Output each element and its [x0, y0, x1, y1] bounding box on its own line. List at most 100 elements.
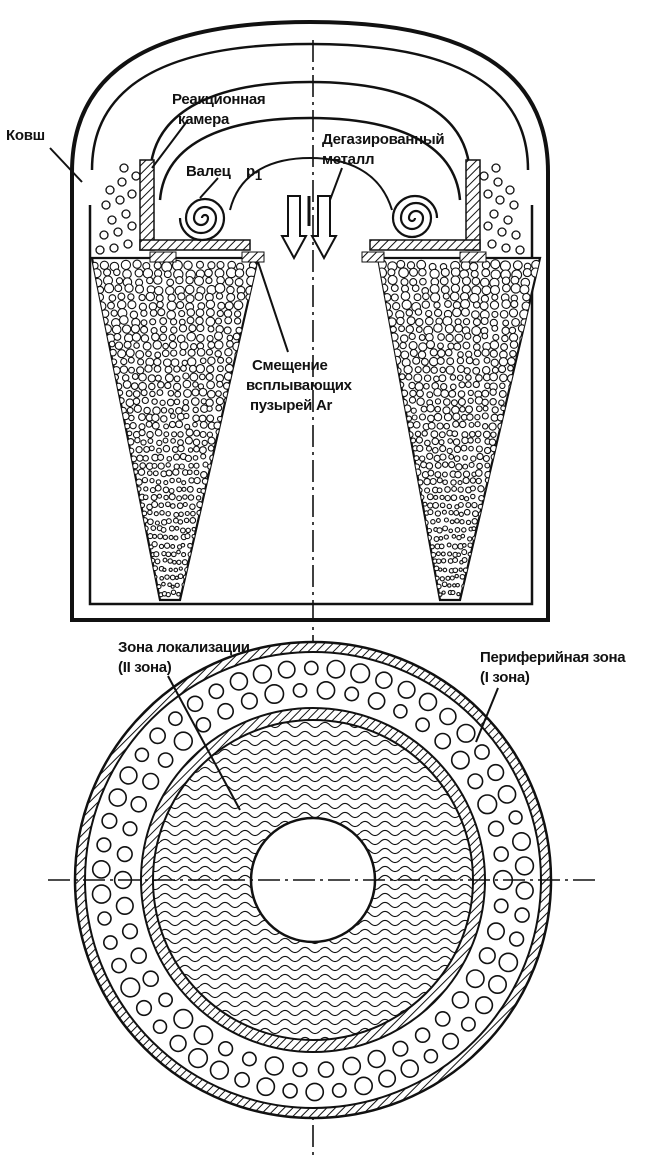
bubble: [138, 359, 144, 365]
bubble: [178, 440, 184, 446]
bubble: [196, 496, 200, 500]
bubble: [139, 294, 145, 300]
bubble: [417, 390, 424, 397]
bubble: [216, 398, 223, 405]
bubble: [467, 970, 484, 987]
bubble: [123, 325, 131, 333]
bubble: [426, 311, 432, 317]
bubble: [451, 400, 457, 406]
bubble: [305, 661, 318, 674]
bubble: [511, 301, 518, 308]
bubble: [455, 519, 459, 523]
bubble: [441, 390, 449, 398]
bubble: [468, 774, 483, 789]
bubble: [482, 269, 490, 277]
bubble: [448, 559, 453, 564]
bubble: [516, 882, 533, 899]
bubble: [118, 847, 133, 862]
bubble: [510, 341, 517, 348]
bubble: [456, 584, 459, 587]
bubble: [185, 437, 192, 444]
bubble: [182, 360, 187, 365]
bubble: [134, 343, 140, 349]
bubble: [167, 399, 174, 406]
bubble: [500, 374, 508, 382]
bubble: [410, 350, 417, 357]
bubble: [127, 407, 133, 413]
bubble: [174, 1010, 193, 1029]
bubble: [104, 269, 111, 276]
bubble: [463, 544, 467, 548]
bubble: [470, 263, 478, 271]
bubble: [170, 1036, 186, 1052]
bubble: [420, 456, 425, 461]
bubble: [482, 286, 491, 295]
bubble: [194, 478, 200, 484]
bubble: [225, 278, 233, 286]
label-bubbles-2: всплывающих: [246, 377, 353, 394]
bubble: [456, 464, 462, 470]
degassed-flow-arrows: [282, 196, 336, 258]
bubble: [174, 518, 179, 523]
bubble: [427, 392, 433, 398]
bubble: [466, 520, 470, 524]
bubble: [154, 262, 161, 269]
bubble: [421, 406, 427, 412]
bubble: [177, 487, 182, 492]
bubble: [196, 309, 204, 317]
label-bubbles-3: пузырей Ar: [250, 397, 332, 414]
bubble: [171, 590, 175, 594]
bubble: [437, 528, 442, 533]
bubble: [218, 366, 224, 372]
bubble: [166, 470, 172, 476]
bubble: [440, 454, 446, 460]
bubble: [178, 574, 183, 579]
bubble: [503, 284, 511, 292]
bubble: [412, 415, 417, 420]
bubble: [462, 1017, 475, 1030]
bubble: [441, 552, 445, 556]
bubble: [489, 821, 504, 836]
bubble: [206, 399, 213, 406]
bubble: [163, 438, 168, 443]
bubble: [439, 568, 442, 571]
bubble: [141, 320, 147, 326]
bubble: [146, 351, 152, 357]
bubble: [104, 936, 117, 949]
bubble: [466, 406, 473, 413]
bubble: [183, 405, 189, 411]
bubble: [160, 326, 166, 332]
bubble: [160, 511, 164, 515]
bubble: [508, 358, 516, 366]
bubble: [233, 333, 240, 340]
bubble: [167, 279, 174, 286]
bubble: [397, 260, 405, 268]
bubble: [190, 373, 198, 381]
bubble: [416, 718, 429, 731]
bubble: [472, 519, 477, 524]
nozzle-right: [460, 252, 486, 262]
bubble: [427, 529, 431, 533]
bubble: [141, 310, 147, 316]
label-reaction-chamber-1: Реакционная: [172, 91, 265, 108]
bubble: [207, 381, 215, 389]
bubble: [502, 327, 509, 334]
bubble: [174, 568, 178, 572]
bubble: [459, 503, 464, 508]
bubble: [171, 359, 179, 367]
bubble: [165, 543, 170, 548]
bubble: [143, 342, 151, 350]
bubble: [146, 421, 152, 427]
bubble: [452, 406, 460, 414]
bubble: [451, 268, 460, 277]
bubble: [411, 408, 416, 413]
bubble: [176, 421, 183, 428]
bubble: [306, 1083, 323, 1100]
bubble: [149, 383, 155, 389]
bubble: [184, 518, 188, 522]
bubble: [502, 300, 511, 309]
bubble: [398, 682, 415, 699]
bubble: [165, 374, 173, 382]
bubble: [163, 445, 169, 451]
